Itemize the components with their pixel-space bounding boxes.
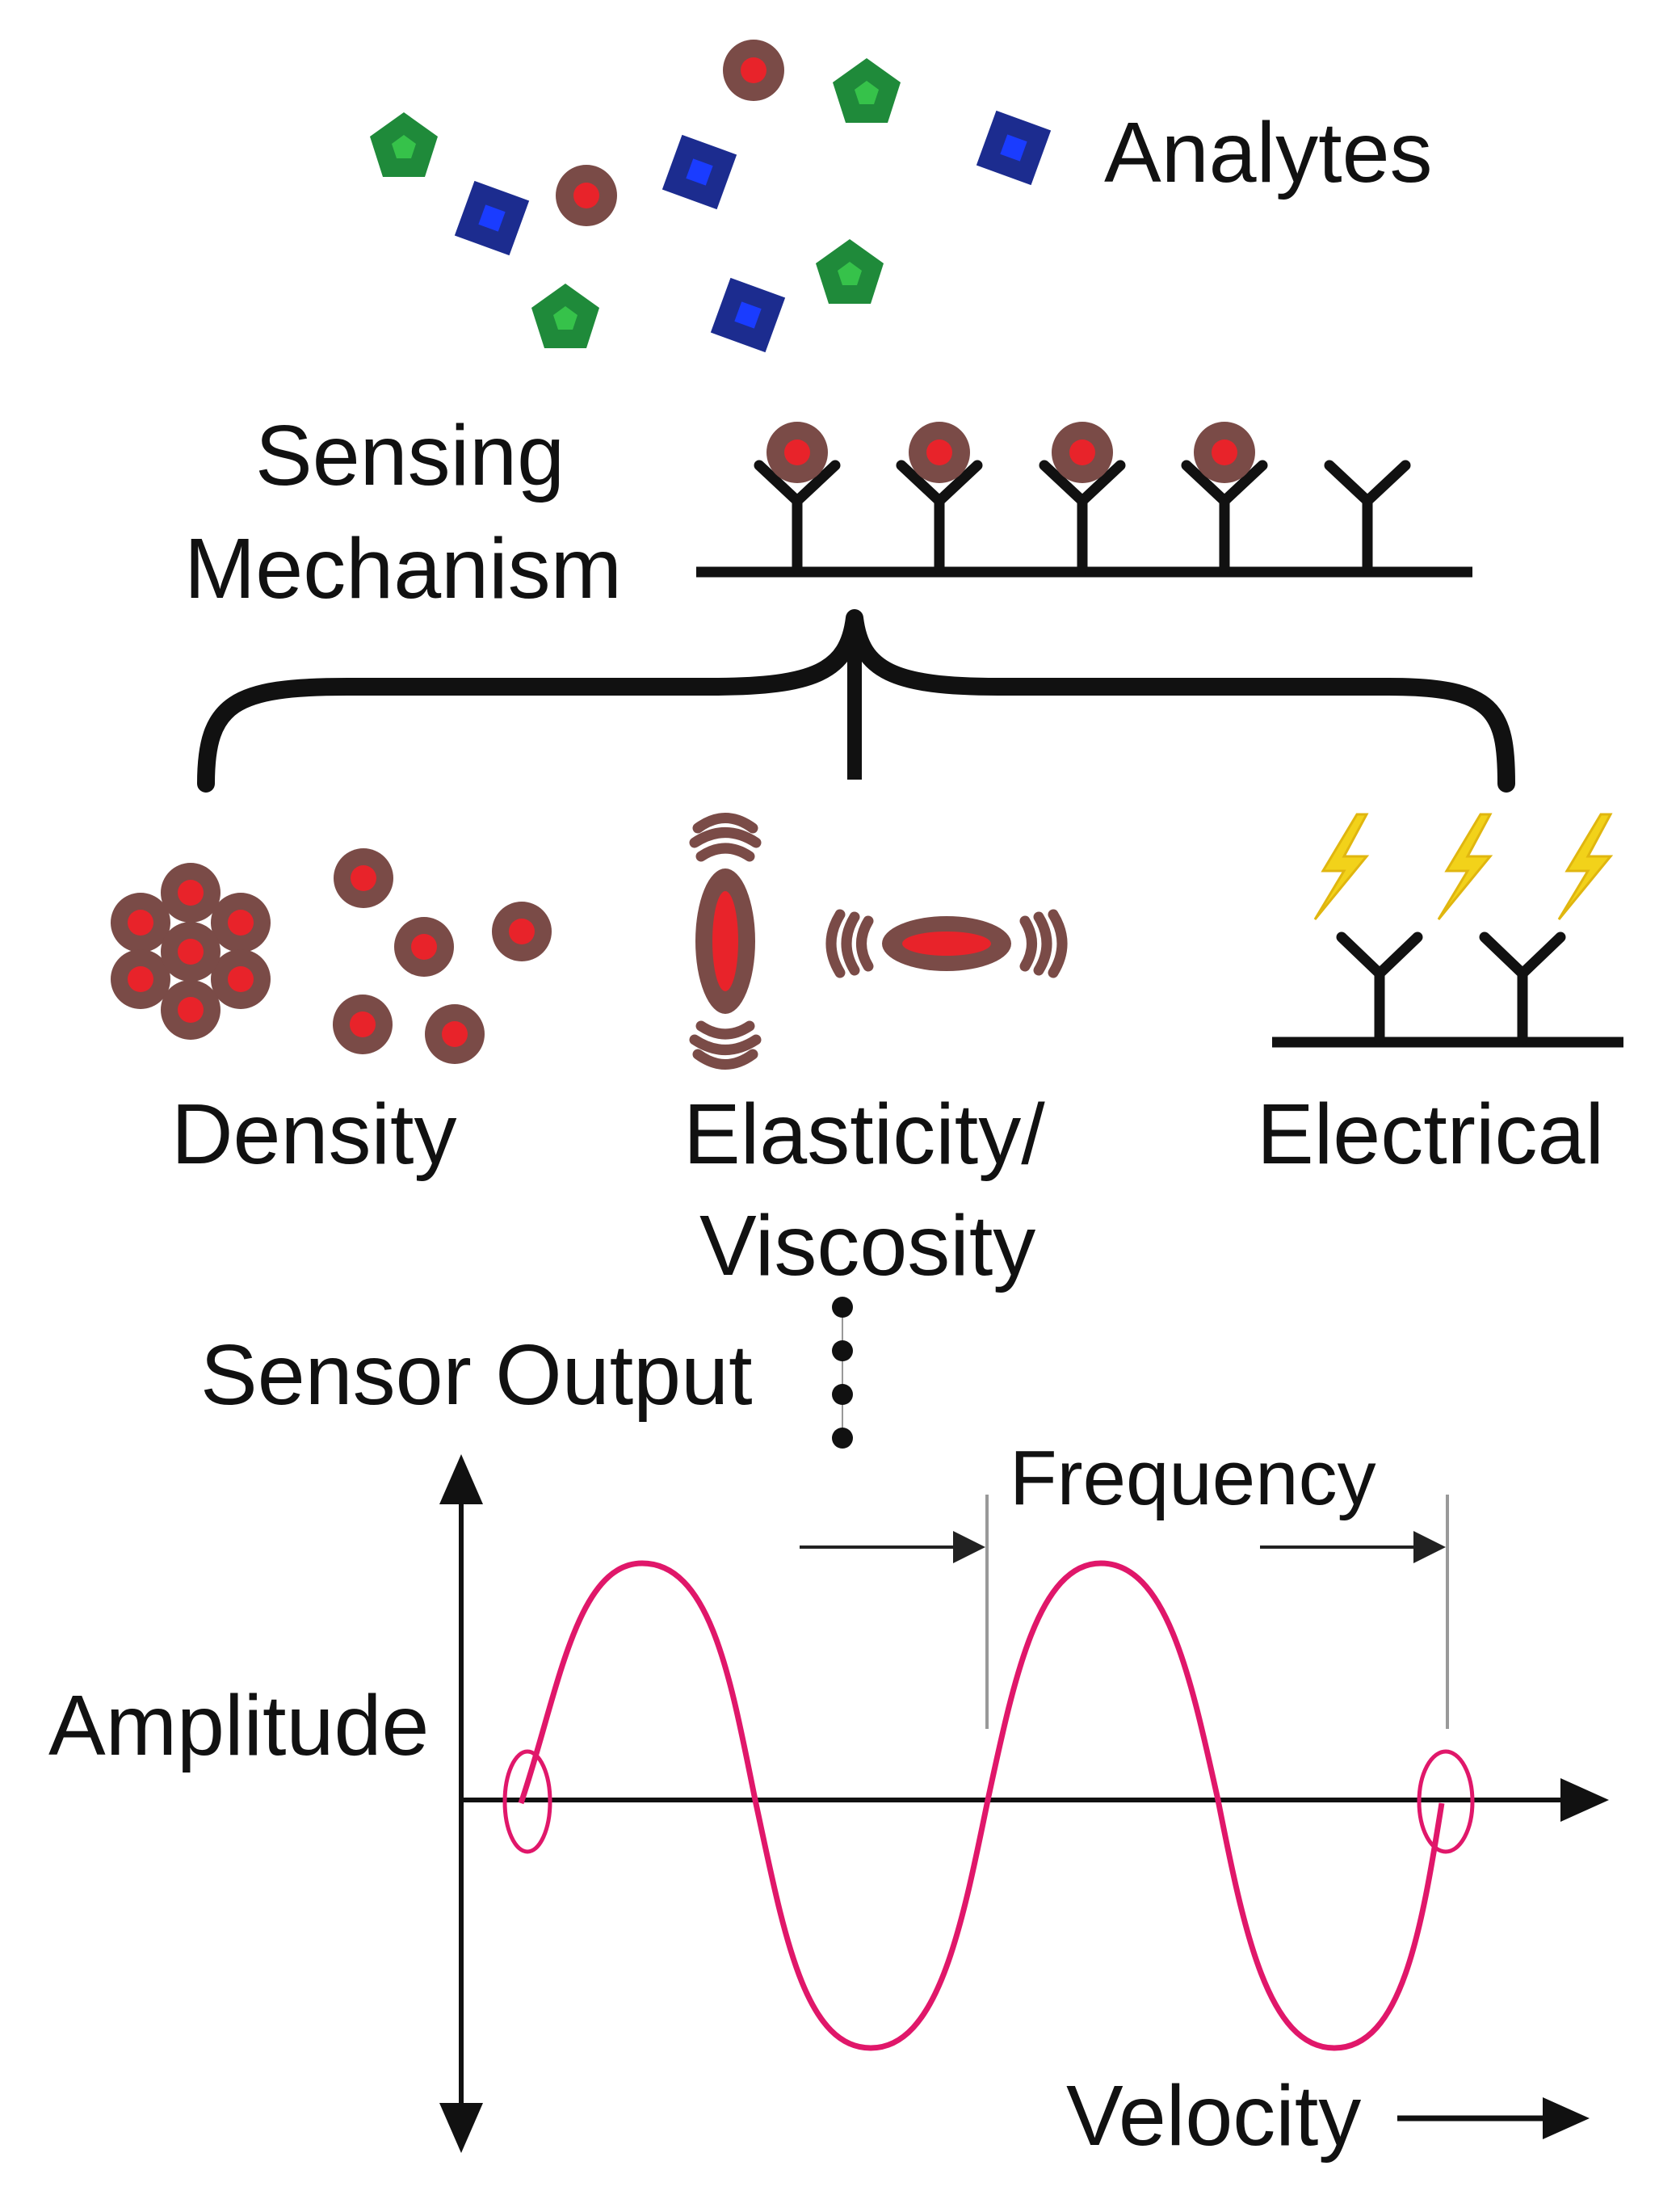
dispersed-particle: [394, 917, 454, 977]
dispersed-particle: [333, 995, 393, 1054]
dispersed-particle: [492, 902, 552, 961]
sensor-surface: [696, 460, 1472, 578]
dotted-connector: [832, 1297, 853, 1449]
receptor: [1479, 931, 1566, 1045]
analyte-square: [454, 180, 530, 256]
receptor: [1324, 460, 1411, 574]
bound-analyte: [1194, 422, 1255, 483]
packed-particle: [161, 863, 220, 923]
sensing-label-line1: Sensing: [255, 408, 565, 503]
analyte-pentagon: [816, 239, 884, 304]
velocity-arrow: [1397, 2097, 1590, 2139]
bound-analyte: [909, 422, 970, 483]
analyte-pentagon: [531, 284, 599, 348]
electrical-label: Electrical: [1257, 1087, 1604, 1182]
lightning-icon: [1557, 813, 1614, 920]
plot-axes: [439, 1454, 1609, 2153]
density-icon: [111, 848, 552, 1064]
analyte-circle: [723, 40, 784, 101]
receptor: [1039, 460, 1126, 574]
start-marker-circle: [502, 1749, 552, 1854]
x-axis-arrow: [1560, 1778, 1609, 1822]
packed-particle: [161, 922, 220, 982]
lightning-icon: [1437, 813, 1493, 920]
dispersed-particle: [425, 1004, 485, 1064]
density-label: Density: [171, 1087, 456, 1182]
electrical-icon: [1272, 813, 1623, 1048]
analyte-circle: [556, 165, 617, 226]
analyte-square: [976, 110, 1052, 186]
sine-wave: [518, 1560, 1445, 2051]
analyte-square: [710, 277, 786, 353]
receptor: [896, 460, 983, 574]
elasticity-icon: [689, 813, 1068, 1070]
analyte-pentagon: [370, 112, 438, 177]
stretched-particle-vertical: [689, 813, 762, 1070]
packed-particle: [161, 980, 220, 1040]
bound-analyte: [1052, 422, 1113, 483]
velocity-label: Velocity: [1066, 2068, 1361, 2164]
elasticity-label-line1: Elasticity/: [683, 1087, 1045, 1182]
bound-analytes: [766, 422, 1255, 483]
y-axis-arrow-down: [439, 2103, 483, 2153]
analyte-pentagon: [833, 58, 901, 123]
frequency-markers: [800, 1495, 1449, 1729]
packed-particle: [111, 949, 170, 1009]
dispersed-particle: [334, 848, 393, 908]
frequency-arrow-2: [1413, 1531, 1446, 1563]
frequency-arrow-1: [953, 1531, 985, 1563]
amplitude-label: Amplitude: [48, 1678, 429, 1773]
frequency-label: Frequency: [1010, 1435, 1376, 1521]
bound-analyte: [766, 422, 828, 483]
y-axis-arrow-up: [439, 1454, 483, 1504]
packed-particle: [211, 893, 271, 953]
analytes-cluster: [370, 40, 1052, 353]
packed-particle: [111, 893, 170, 953]
receptor: [1181, 460, 1268, 574]
lightning-icon: [1313, 813, 1370, 920]
stretched-particle-horizontal: [825, 909, 1068, 978]
end-marker-circle: [1417, 1749, 1475, 1854]
analyte-square: [662, 134, 737, 210]
sensing-label-line2: Mechanism: [184, 521, 622, 616]
receptor: [1336, 931, 1423, 1045]
elasticity-label-line2: Viscosity: [699, 1198, 1035, 1293]
sensor-output-label: Sensor Output: [200, 1327, 753, 1423]
packed-particle: [211, 949, 271, 1009]
receptor: [754, 460, 841, 574]
analytes-label: Analytes: [1104, 105, 1433, 200]
